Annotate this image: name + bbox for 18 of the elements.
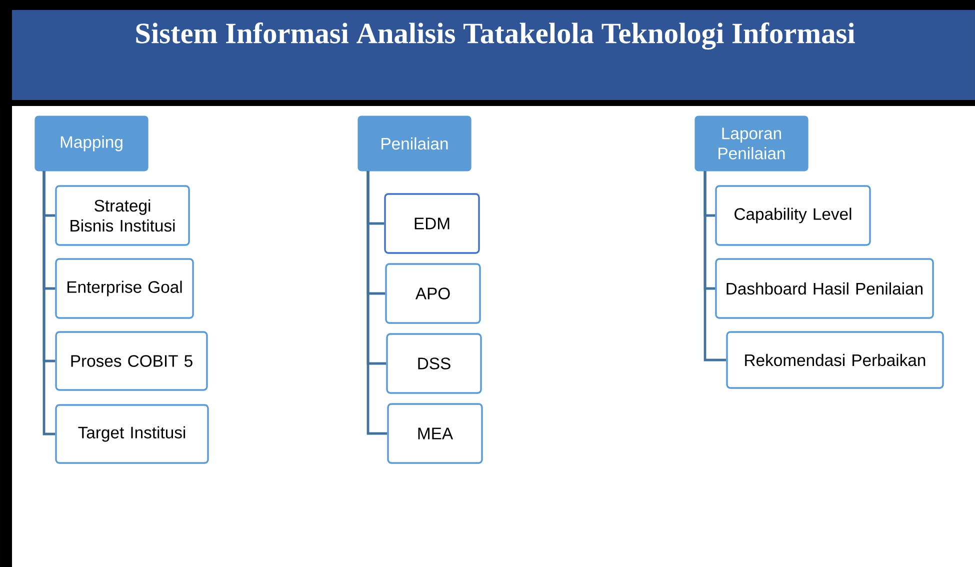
category-box: Penilaian (358, 116, 472, 172)
item-box: DSS (386, 333, 482, 394)
category-box: Laporan Penilaian (694, 116, 808, 172)
item-box: Target Institusi (55, 404, 209, 464)
connector-line (366, 171, 388, 435)
connector-line (704, 171, 726, 362)
item-box: Enterprise Goal (55, 258, 194, 319)
item-box: APO (385, 263, 481, 324)
item-box: Strategi Bisnis Institusi (55, 185, 190, 246)
category-box: Mapping (34, 116, 148, 172)
item-box: Proses COBIT 5 (55, 331, 208, 391)
item-box: Capability Level (715, 185, 871, 246)
item-box: MEA (387, 403, 483, 464)
item-box: Dashboard Hasil Penilaian (715, 258, 934, 319)
connector-line (42, 171, 56, 436)
item-box: Rekomendasi Perbaikan (726, 331, 944, 389)
title: Sistem Informasi Analisis Tatakelola Teknologi Informasi (136, 22, 855, 50)
item-box: EDM (384, 193, 480, 254)
